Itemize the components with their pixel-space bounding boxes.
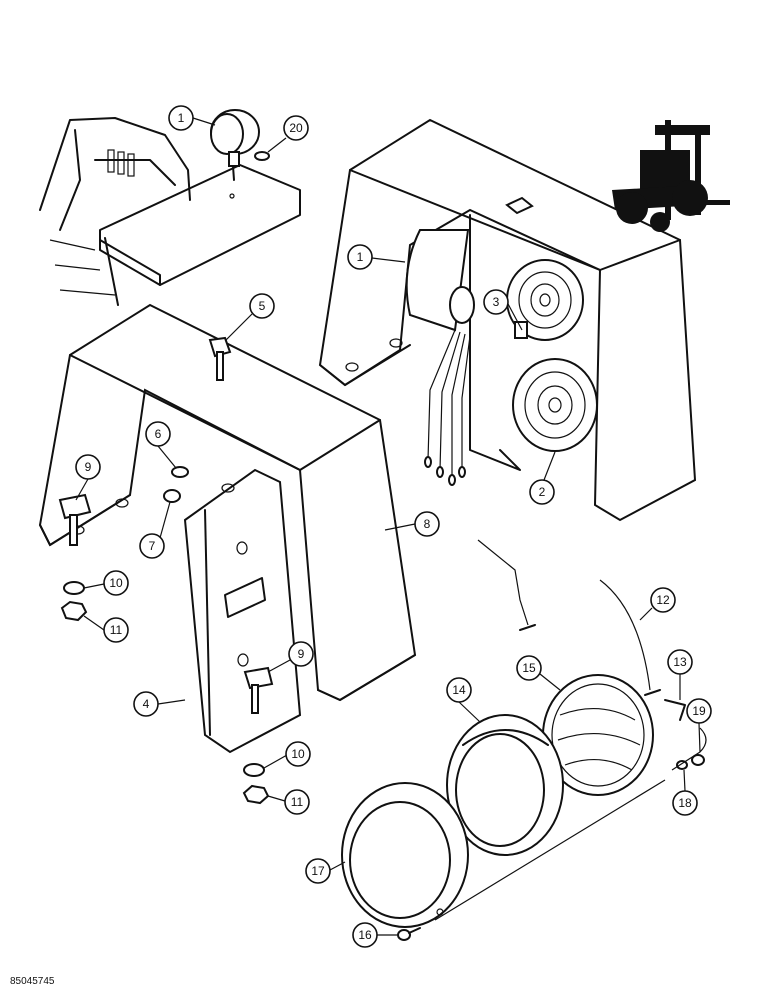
callout-13-terminal: 13	[667, 649, 693, 700]
callout-20-lock-washer: 20	[267, 115, 309, 153]
callout-9-bolt-left: 9	[75, 454, 101, 501]
svg-text:20: 20	[289, 121, 303, 135]
svg-text:16: 16	[358, 928, 372, 942]
callout-10-washer-left: 10	[83, 570, 129, 596]
svg-text:2: 2	[539, 485, 546, 499]
svg-text:11: 11	[110, 623, 123, 637]
callout-17-retaining-ring: 17	[305, 858, 346, 884]
svg-text:13: 13	[673, 655, 687, 669]
lamp-retaining-ring	[341, 779, 666, 928]
callout-16-screw: 16	[352, 922, 397, 948]
callout-10-washer-right: 10	[263, 741, 311, 769]
document-reference-number: 85045745	[10, 976, 55, 987]
svg-text:17: 17	[311, 864, 325, 878]
callout-1-flood-lamp: 1	[347, 244, 406, 270]
callout-19-clip: 19	[686, 698, 712, 753]
stop-tail-lamp-lower	[512, 358, 598, 452]
callout-2-stop-tail-lamp: 2	[529, 451, 556, 505]
callout-1-beacon-lamp: 1	[168, 105, 216, 131]
beacon-lamp	[210, 109, 260, 181]
machine-hood-context	[39, 117, 301, 306]
callout-11-nut-right: 11	[267, 789, 310, 815]
callout-4-bracket: 4	[133, 691, 186, 717]
svg-text:7: 7	[149, 539, 156, 553]
work-lamp-wiring-lead	[477, 539, 661, 696]
svg-text:1: 1	[178, 111, 185, 125]
svg-text:5: 5	[259, 299, 266, 313]
svg-text:9: 9	[298, 647, 305, 661]
callout-3-stop-tail-lamp: 3	[483, 289, 523, 331]
rear-light-housing	[318, 118, 697, 522]
callout-8-housing: 8	[384, 511, 440, 537]
svg-text:10: 10	[291, 747, 305, 761]
svg-text:14: 14	[452, 683, 466, 697]
svg-text:6: 6	[155, 427, 162, 441]
callout-18-terminal-nut: 18	[672, 769, 698, 816]
svg-text:10: 10	[109, 576, 123, 590]
rubber-lamp-mount	[446, 714, 564, 856]
light-mounting-housing	[38, 303, 417, 702]
lamp-terminal-clips	[664, 699, 707, 771]
svg-text:12: 12	[656, 593, 670, 607]
callout-15-sealed-beam: 15	[516, 655, 561, 691]
svg-text:1: 1	[357, 250, 364, 264]
screw-16	[397, 927, 421, 941]
rough-terrain-forklift-icon	[612, 120, 730, 232]
callout-7-lock-washer: 7	[139, 501, 171, 559]
svg-text:18: 18	[678, 796, 692, 810]
callout-5-bolt: 5	[225, 293, 275, 341]
svg-text:11: 11	[291, 795, 304, 809]
svg-text:9: 9	[85, 460, 92, 474]
svg-text:19: 19	[692, 704, 706, 718]
lamp-wiring-harness	[424, 329, 471, 486]
svg-text:8: 8	[424, 517, 431, 531]
callout-11-nut-left: 11	[83, 615, 129, 643]
svg-text:15: 15	[522, 661, 536, 675]
lock-washer-20	[254, 151, 270, 161]
callout-9-bolt-right: 9	[267, 641, 314, 673]
callout-12-wiring-lead: 12	[639, 587, 676, 621]
flood-lamp-in-housing	[405, 229, 475, 332]
callout-14-lamp-mount: 14	[446, 677, 481, 723]
svg-text:4: 4	[143, 697, 150, 711]
svg-text:3: 3	[493, 295, 500, 309]
stop-tail-lamp-upper	[506, 259, 584, 341]
mounting-bracket	[183, 468, 302, 754]
hardware-bolts-nuts-washers	[58, 336, 274, 805]
callout-6-washer: 6	[145, 421, 177, 469]
